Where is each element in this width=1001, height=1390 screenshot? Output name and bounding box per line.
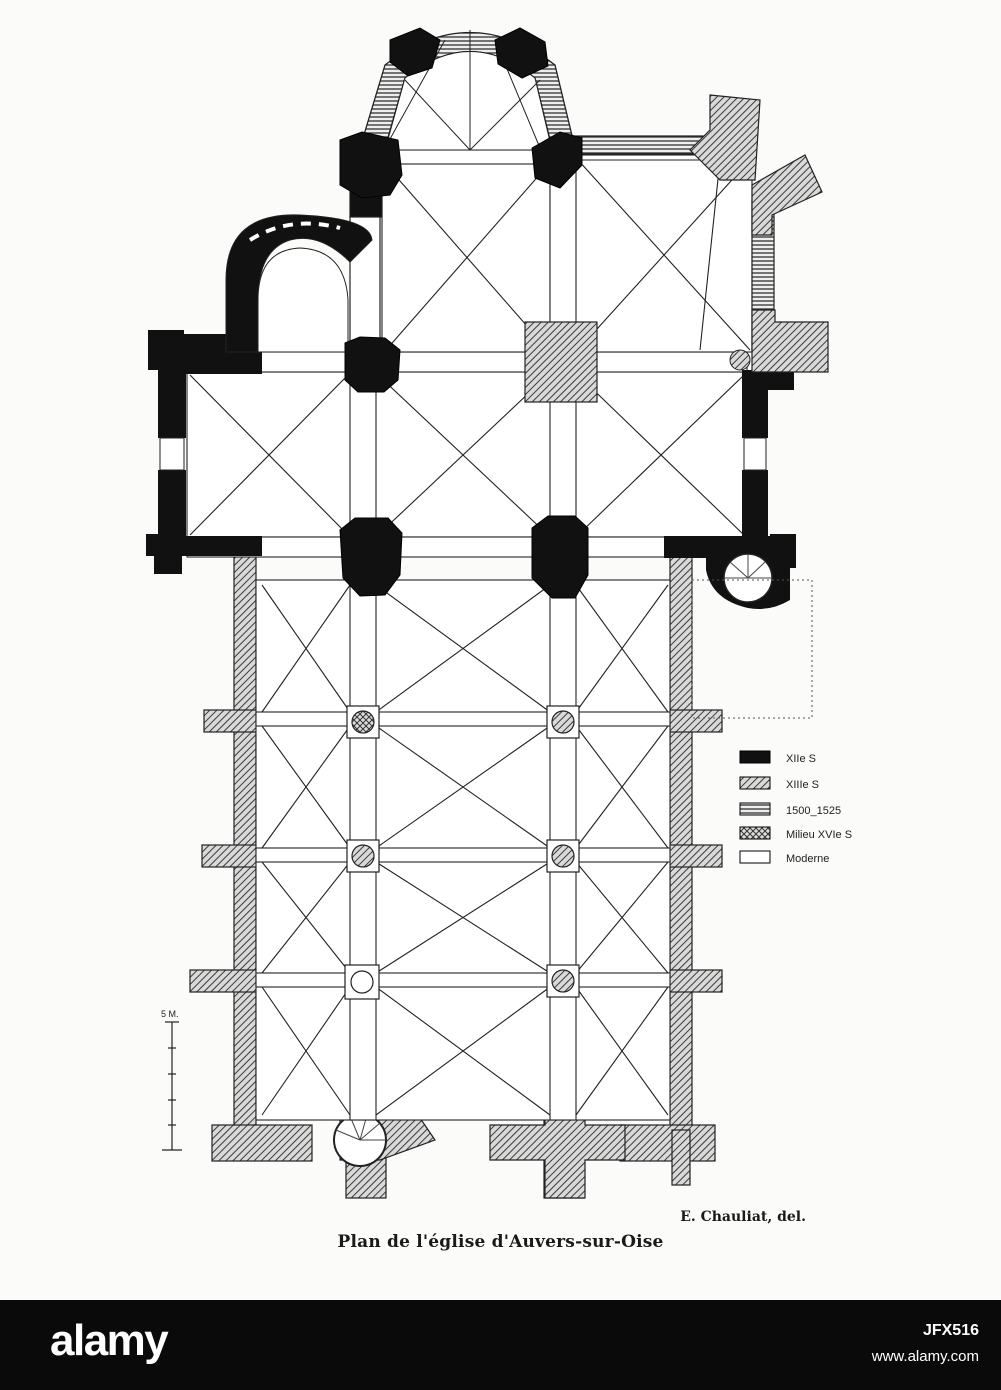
crossing-pier-hatched <box>729 349 751 371</box>
legend-label: 1500_1525 <box>786 805 841 817</box>
legend-item-modern: Moderne <box>739 850 829 865</box>
southeast-stair-turret <box>691 553 813 719</box>
transept-windows <box>159 437 767 471</box>
legend-label: XIIIe S <box>786 779 819 791</box>
transept-ribs <box>189 374 745 536</box>
northeast-additions <box>524 94 829 403</box>
plan-caption: Plan de l'église d'Auvers-sur-Oise <box>337 1232 664 1252</box>
legend-item-1500: 1500_1525 <box>739 802 841 817</box>
footer-url: www.alamy.com <box>871 1348 979 1365</box>
image-id: JFX516 <box>922 1322 979 1339</box>
drawing-credit: E. Chauliat, del. <box>680 1209 806 1225</box>
legend-item-12c: XIIe S <box>739 750 816 765</box>
nave-piers <box>344 705 580 1000</box>
transept <box>186 351 748 558</box>
west-stair-turret <box>333 1113 387 1167</box>
legend-label: XIIe S <box>786 753 816 765</box>
legend-item-13c: XIIIe S <box>739 776 819 791</box>
scale-label: 5 M. <box>161 1009 179 1019</box>
legend-item-16c: Milieu XVIe S <box>739 826 852 841</box>
apsidal-chapel <box>225 214 373 353</box>
alamy-logo: alamy <box>50 1316 169 1365</box>
crossing-piers <box>339 27 589 599</box>
choir-ribs <box>385 159 751 351</box>
footer-bar: alamy JFX516 www.alamy.com <box>0 1300 1001 1390</box>
nave-vaults <box>255 579 671 1121</box>
church-floor-plan: XIIe S XIIIe S 1500_1525 Milieu XVIe S M… <box>146 27 852 1199</box>
scale-bar: 5 M. <box>161 1009 182 1151</box>
legend: XIIe S XIIIe S 1500_1525 Milieu XVIe S M… <box>739 750 852 865</box>
legend-label: Moderne <box>786 853 829 865</box>
legend-label: Milieu XVIe S <box>786 829 852 841</box>
transept-walls-12c <box>146 330 796 574</box>
